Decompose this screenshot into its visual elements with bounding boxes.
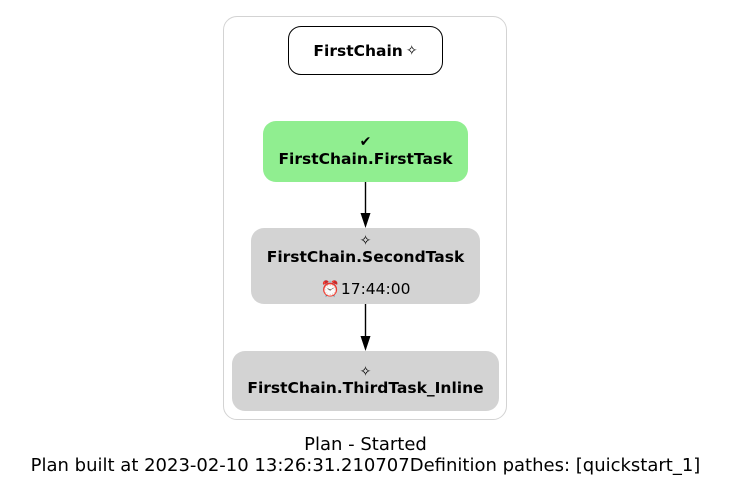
plan-status-caption: Plan - Started <box>304 434 427 455</box>
task-node-label: FirstChain.ThirdTask_Inline <box>247 379 484 397</box>
scheduled-time-value: 17:44:00 <box>340 280 411 298</box>
scheduled-time: ⏰ 17:44:00 <box>321 280 411 298</box>
task-node-label: FirstChain.SecondTask <box>266 248 465 266</box>
task-node-third-task-inline[interactable]: ✧ FirstChain.ThirdTask_Inline <box>232 351 499 411</box>
task-node-first-task[interactable]: ✔ FirstChain.FirstTask <box>263 121 468 182</box>
plan-cluster <box>223 16 507 420</box>
sparkle-icon: ✧ <box>359 364 372 380</box>
sparkle-icon: ✧ <box>359 233 372 249</box>
task-node-label: FirstChain.FirstTask <box>278 150 453 168</box>
plan-built-caption: Plan built at 2023-02-10 13:26:31.210707… <box>30 455 701 476</box>
checkmark-icon: ✔ <box>359 134 372 150</box>
chain-node-label: FirstChain <box>313 41 403 60</box>
sparkle-icon: ✧ <box>405 42 418 59</box>
chain-node-firstchain[interactable]: FirstChain ✧ <box>288 26 443 75</box>
alarm-clock-icon: ⏰ <box>320 280 340 298</box>
task-node-second-task[interactable]: ✧ FirstChain.SecondTask ⏰ 17:44:00 <box>251 228 480 304</box>
